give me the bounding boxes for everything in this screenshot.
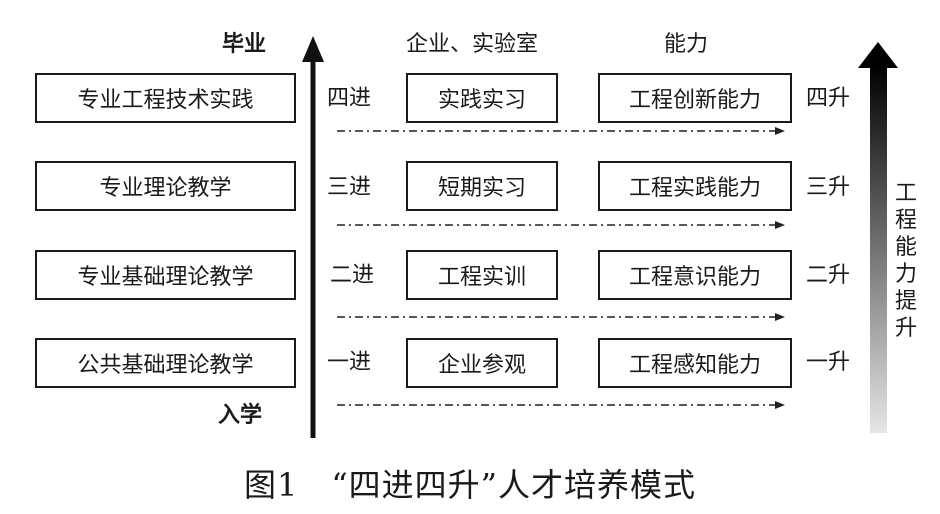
engineering-ability-improvement-label: 工程能力提升 xyxy=(894,181,917,341)
graduate-label: 毕业 xyxy=(222,32,267,57)
stage-box-professional-practice: 专业工程技术实践 xyxy=(35,73,296,123)
figure-caption: 图1 “四进四升”人才培养模式 xyxy=(243,466,697,504)
enterprise-lab-label: 企业、实验室 xyxy=(406,32,539,57)
practice-box-enterprise-visit: 企业参观 xyxy=(406,338,558,388)
dash-dot-line xyxy=(337,401,785,409)
rise-label-4: 四升 xyxy=(806,86,851,111)
stage-box-professional-basics: 专业基础理论教学 xyxy=(35,250,296,300)
advance-label-1: 一进 xyxy=(327,350,372,375)
rise-label-1: 一升 xyxy=(806,350,851,375)
dash-dot-line xyxy=(337,313,785,321)
stage-box-public-basics: 公共基础理论教学 xyxy=(35,338,296,388)
ability-box-perception: 工程感知能力 xyxy=(598,338,792,388)
dash-dot-line xyxy=(337,221,785,229)
ability-label: 能力 xyxy=(664,32,709,57)
practice-box-internship: 实践实习 xyxy=(406,73,558,123)
central-up-arrow xyxy=(302,36,324,438)
advance-label-2: 二进 xyxy=(330,263,375,288)
right-gradient-arrow xyxy=(858,42,898,433)
ability-box-practice: 工程实践能力 xyxy=(598,161,792,211)
dash-dot-line xyxy=(337,127,785,135)
ability-box-awareness: 工程意识能力 xyxy=(598,250,792,300)
rise-label-3: 三升 xyxy=(806,175,851,200)
advance-label-3: 三进 xyxy=(327,175,372,200)
practice-box-short-internship: 短期实习 xyxy=(406,161,558,211)
enrollment-label: 入学 xyxy=(218,403,263,428)
rise-label-2: 二升 xyxy=(806,263,851,288)
advance-label-4: 四进 xyxy=(327,86,372,111)
practice-box-training: 工程实训 xyxy=(406,250,558,300)
stage-box-professional-theory: 专业理论教学 xyxy=(35,161,296,211)
ability-box-innovation: 工程创新能力 xyxy=(598,73,792,123)
